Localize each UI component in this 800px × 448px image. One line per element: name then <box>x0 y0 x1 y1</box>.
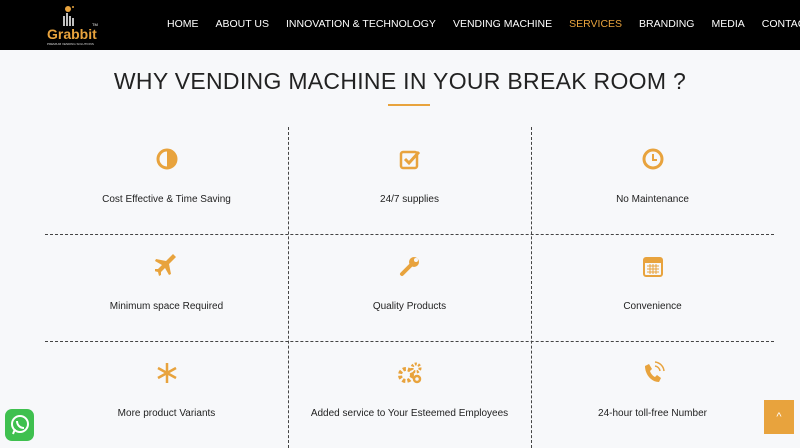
scroll-to-top-button[interactable]: ^ <box>764 400 794 434</box>
grabbit-logo[interactable]: Grabbit PREMIUM VENDING SOLUTIONS TM <box>44 4 104 46</box>
whatsapp-icon <box>10 415 29 435</box>
whatsapp-button[interactable] <box>5 409 34 441</box>
calendar-icon <box>531 254 774 280</box>
nav-home[interactable]: HOME <box>167 18 199 30</box>
wrench-icon <box>288 254 531 280</box>
half-circle-icon <box>45 147 288 173</box>
nav-branding[interactable]: BRANDING <box>639 18 695 30</box>
nav-innovation-technology[interactable]: INNOVATION & TECHNOLOGY <box>285 18 436 30</box>
logo-hand-icon <box>63 6 74 26</box>
feature-product-variants: More product Variants <box>45 341 288 448</box>
feature-no-maintenance: No Maintenance <box>531 127 774 234</box>
nav-services[interactable]: SERVICES <box>569 18 623 30</box>
gears-icon <box>288 361 531 387</box>
feature-minimum-space: Minimum space Required <box>45 234 288 341</box>
nav-vending-machine[interactable]: VENDING MACHINE <box>452 18 553 30</box>
top-navbar: Grabbit PREMIUM VENDING SOLUTIONS TM HOM… <box>0 0 800 50</box>
clock-icon <box>531 147 774 173</box>
divider <box>531 127 532 448</box>
features-grid: Cost Effective & Time Saving 24/7 suppli… <box>45 127 774 448</box>
section-title: WHY VENDING MACHINE IN YOUR BREAK ROOM ? <box>113 68 687 94</box>
snowflake-icon <box>45 361 288 387</box>
feature-cost-effective: Cost Effective & Time Saving <box>45 127 288 234</box>
title-underline <box>388 104 430 106</box>
feature-convenience: Convenience <box>531 234 774 341</box>
checkbox-icon <box>288 147 531 173</box>
nav-about-us[interactable]: ABOUT US <box>215 18 269 30</box>
nav-media[interactable]: MEDIA <box>711 18 745 30</box>
divider <box>45 341 774 342</box>
phone-icon <box>531 361 774 387</box>
feature-toll-free: 24-hour toll-free Number <box>531 341 774 448</box>
feature-quality-products: Quality Products <box>288 234 531 341</box>
divider <box>45 234 774 235</box>
plane-icon <box>45 254 288 280</box>
main-menu: HOME ABOUT US INNOVATION & TECHNOLOGY VE… <box>167 18 800 30</box>
feature-added-service: Added service to Your Esteemed Employees <box>288 341 531 448</box>
nav-contact-us[interactable]: CONTACT US <box>761 18 800 30</box>
divider <box>288 127 289 448</box>
feature-24-7-supplies: 24/7 supplies <box>288 127 531 234</box>
